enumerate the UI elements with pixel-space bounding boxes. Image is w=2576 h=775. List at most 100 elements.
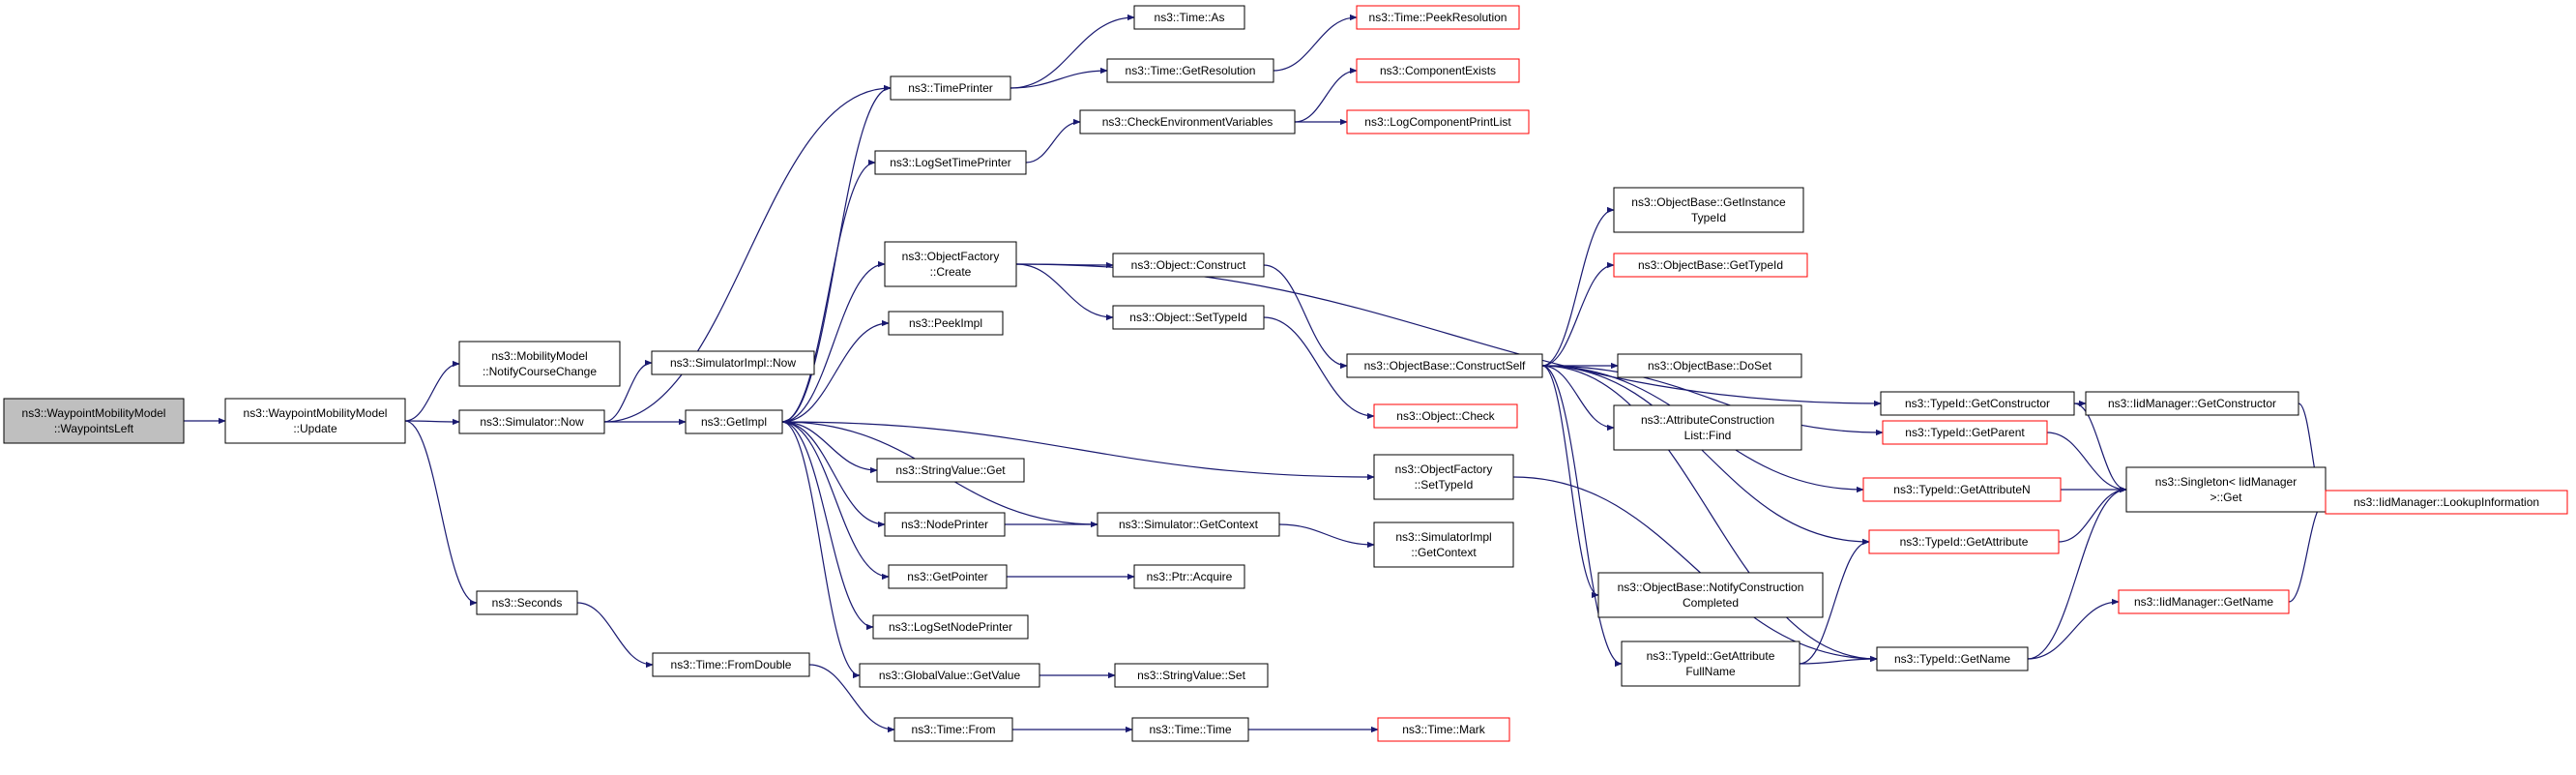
- node-label-timefrom-0: ns3::Time::From: [912, 723, 996, 736]
- node-box-objsettypeid: [1112, 305, 1265, 330]
- node-label-ofcreate-0: ns3::ObjectFactory: [902, 250, 1000, 263]
- node-simimplnow[interactable]: ns3::SimulatorImpl::Now: [651, 350, 815, 375]
- node-label-peekimpl-0: ns3::PeekImpl: [909, 316, 982, 330]
- node-label-doset-0: ns3::ObjectBase::DoSet: [1648, 359, 1772, 373]
- node-label-constructself-0: ns3::ObjectBase::ConstructSelf: [1364, 359, 1526, 373]
- node-checkenv[interactable]: ns3::CheckEnvironmentVariables: [1079, 109, 1296, 134]
- node-box-ofcreate: [884, 241, 1017, 287]
- node-constructself[interactable]: ns3::ObjectBase::ConstructSelf: [1346, 353, 1543, 378]
- node-box-simgetcontext: [1097, 512, 1280, 537]
- node-getresolution[interactable]: ns3::Time::GetResolution: [1106, 58, 1274, 83]
- node-getname[interactable]: ns3::TypeId::GetName: [1876, 646, 2029, 671]
- node-getparent[interactable]: ns3::TypeId::GetParent: [1882, 420, 2048, 445]
- node-box-globalvalue: [859, 663, 1040, 688]
- node-label-logsettimeprinter-0: ns3::LogSetTimePrinter: [890, 156, 1011, 169]
- node-label-simgetcontext-0: ns3::Simulator::GetContext: [1119, 518, 1259, 531]
- node-label-ofsettypeid-0: ns3::ObjectFactory: [1395, 462, 1493, 476]
- node-box-simimplgetcontext: [1373, 522, 1514, 568]
- edge-getattributefullname-to-getattribute: [1799, 538, 1870, 665]
- edge-getresolution-to-peekresolution: [1273, 14, 1358, 72]
- node-obgettypeid[interactable]: ns3::ObjectBase::GetTypeId: [1613, 253, 1808, 278]
- node-box-stringvalueget: [876, 458, 1025, 483]
- node-label-notifyconstruction-0: ns3::ObjectBase::NotifyConstruction: [1618, 581, 1804, 594]
- edge-update-to-simnow: [404, 418, 460, 426]
- node-label-getinstancetypeid-0: ns3::ObjectBase::GetInstance: [1631, 195, 1786, 209]
- edge-checkenv-to-componentexists: [1294, 67, 1358, 123]
- node-label-lookupinfo-0: ns3::IidManager::LookupInformation: [2354, 495, 2539, 509]
- node-box-componentexists: [1356, 58, 1520, 83]
- node-ptracquire[interactable]: ns3::Ptr::Acquire: [1133, 564, 1245, 589]
- node-notifycc[interactable]: ns3::MobilityModel::NotifyCourseChange: [458, 341, 621, 387]
- edge-getimpl-to-logsettimeprinter: [781, 159, 876, 423]
- node-logcomplist[interactable]: ns3::LogComponentPrintList: [1346, 109, 1530, 134]
- node-doset[interactable]: ns3::ObjectBase::DoSet: [1617, 353, 1802, 378]
- node-ofcreate[interactable]: ns3::ObjectFactory::Create: [884, 241, 1017, 287]
- node-box-notifycc: [458, 341, 621, 387]
- node-singletonget[interactable]: ns3::Singleton< IidManager>::Get: [2125, 466, 2327, 513]
- node-getpointer[interactable]: ns3::GetPointer: [888, 564, 1008, 589]
- node-stringvalueget[interactable]: ns3::StringValue::Get: [876, 458, 1025, 483]
- node-simnow[interactable]: ns3::Simulator::Now: [458, 409, 605, 434]
- node-logsettimeprinter[interactable]: ns3::LogSetTimePrinter: [874, 150, 1027, 175]
- node-fromdouble[interactable]: ns3::Time::FromDouble: [652, 652, 810, 677]
- node-iidgetname[interactable]: ns3::IidManager::GetName: [2118, 589, 2290, 614]
- node-timefrom[interactable]: ns3::Time::From: [893, 717, 1013, 742]
- node-peekimpl[interactable]: ns3::PeekImpl: [888, 311, 1004, 336]
- node-box-notifyconstruction: [1597, 572, 1824, 618]
- node-box-timeprinter: [890, 75, 1011, 101]
- node-getattributen[interactable]: ns3::TypeId::GetAttributeN: [1862, 477, 2062, 502]
- node-box-simnow: [458, 409, 605, 434]
- node-seconds[interactable]: ns3::Seconds: [476, 590, 578, 615]
- node-box-peekimpl: [888, 311, 1004, 336]
- node-iidgetconstructor[interactable]: ns3::IidManager::GetConstructor: [2085, 391, 2299, 416]
- edge-constructself-to-getattribute: [1541, 365, 1870, 546]
- node-simimplgetcontext[interactable]: ns3::SimulatorImpl::GetContext: [1373, 522, 1514, 568]
- node-update[interactable]: ns3::WaypointMobilityModel::Update: [224, 398, 406, 444]
- node-componentexists[interactable]: ns3::ComponentExists: [1356, 58, 1520, 83]
- node-objconstruct[interactable]: ns3::Object::Construct: [1112, 253, 1265, 278]
- node-lookupinfo[interactable]: ns3::IidManager::LookupInformation: [2325, 490, 2568, 515]
- edge-constructself-to-getparent: [1541, 365, 1884, 436]
- node-timeas[interactable]: ns3::Time::As: [1133, 5, 1245, 30]
- node-label-logcomplist-0: ns3::LogComponentPrintList: [1364, 115, 1511, 129]
- node-label-getparent-0: ns3::TypeId::GetParent: [1905, 426, 2025, 439]
- node-globalvalue[interactable]: ns3::GlobalValue::GetValue: [859, 663, 1040, 688]
- node-box-timemark: [1377, 717, 1510, 742]
- node-logsetnodeprinter[interactable]: ns3::LogSetNodePrinter: [872, 614, 1029, 640]
- node-getconstructor[interactable]: ns3::TypeId::GetConstructor: [1880, 391, 2075, 416]
- edge-constructself-to-notifyconstruction: [1541, 365, 1599, 599]
- node-label-iidgetname-0: ns3::IidManager::GetName: [2134, 595, 2273, 609]
- node-label-notifyconstruction-1: Completed: [1683, 596, 1739, 610]
- node-notifyconstruction[interactable]: ns3::ObjectBase::NotifyConstructionCompl…: [1597, 572, 1824, 618]
- node-simgetcontext[interactable]: ns3::Simulator::GetContext: [1097, 512, 1280, 537]
- node-nodeprinter[interactable]: ns3::NodePrinter: [884, 512, 1006, 537]
- node-timeprinter[interactable]: ns3::TimePrinter: [890, 75, 1011, 101]
- node-label-obgettypeid-0: ns3::ObjectBase::GetTypeId: [1638, 258, 1783, 272]
- node-objcheck[interactable]: ns3::Object::Check: [1373, 403, 1518, 429]
- node-label-getpointer-0: ns3::GetPointer: [907, 570, 987, 583]
- node-box-peekresolution: [1356, 5, 1520, 30]
- node-timemark[interactable]: ns3::Time::Mark: [1377, 717, 1510, 742]
- edge-getparent-to-singletonget: [2046, 432, 2127, 493]
- node-getattribute[interactable]: ns3::TypeId::GetAttribute: [1868, 529, 2060, 554]
- edges-layer: [184, 14, 2327, 733]
- node-timetime[interactable]: ns3::Time::Time: [1131, 717, 1249, 742]
- node-peekresolution[interactable]: ns3::Time::PeekResolution: [1356, 5, 1520, 30]
- node-box-logsettimeprinter: [874, 150, 1027, 175]
- node-box-timetime: [1131, 717, 1249, 742]
- node-objsettypeid[interactable]: ns3::Object::SetTypeId: [1112, 305, 1265, 330]
- node-box-getparent: [1882, 420, 2048, 445]
- node-label-iidgetconstructor-0: ns3::IidManager::GetConstructor: [2108, 397, 2276, 410]
- node-ofsettypeid[interactable]: ns3::ObjectFactory::SetTypeId: [1373, 454, 1514, 500]
- node-stringvalueset[interactable]: ns3::StringValue::Set: [1114, 663, 1269, 688]
- node-getimpl[interactable]: ns3::GetImpl: [685, 409, 783, 434]
- node-label-getattributefullname-1: FullName: [1685, 665, 1736, 678]
- node-label-ptracquire-0: ns3::Ptr::Acquire: [1147, 570, 1233, 583]
- edge-getname-to-iidgetname: [2027, 598, 2120, 660]
- node-label-singletonget-1: >::Get: [2210, 491, 2242, 504]
- node-box-lookupinfo: [2325, 490, 2568, 515]
